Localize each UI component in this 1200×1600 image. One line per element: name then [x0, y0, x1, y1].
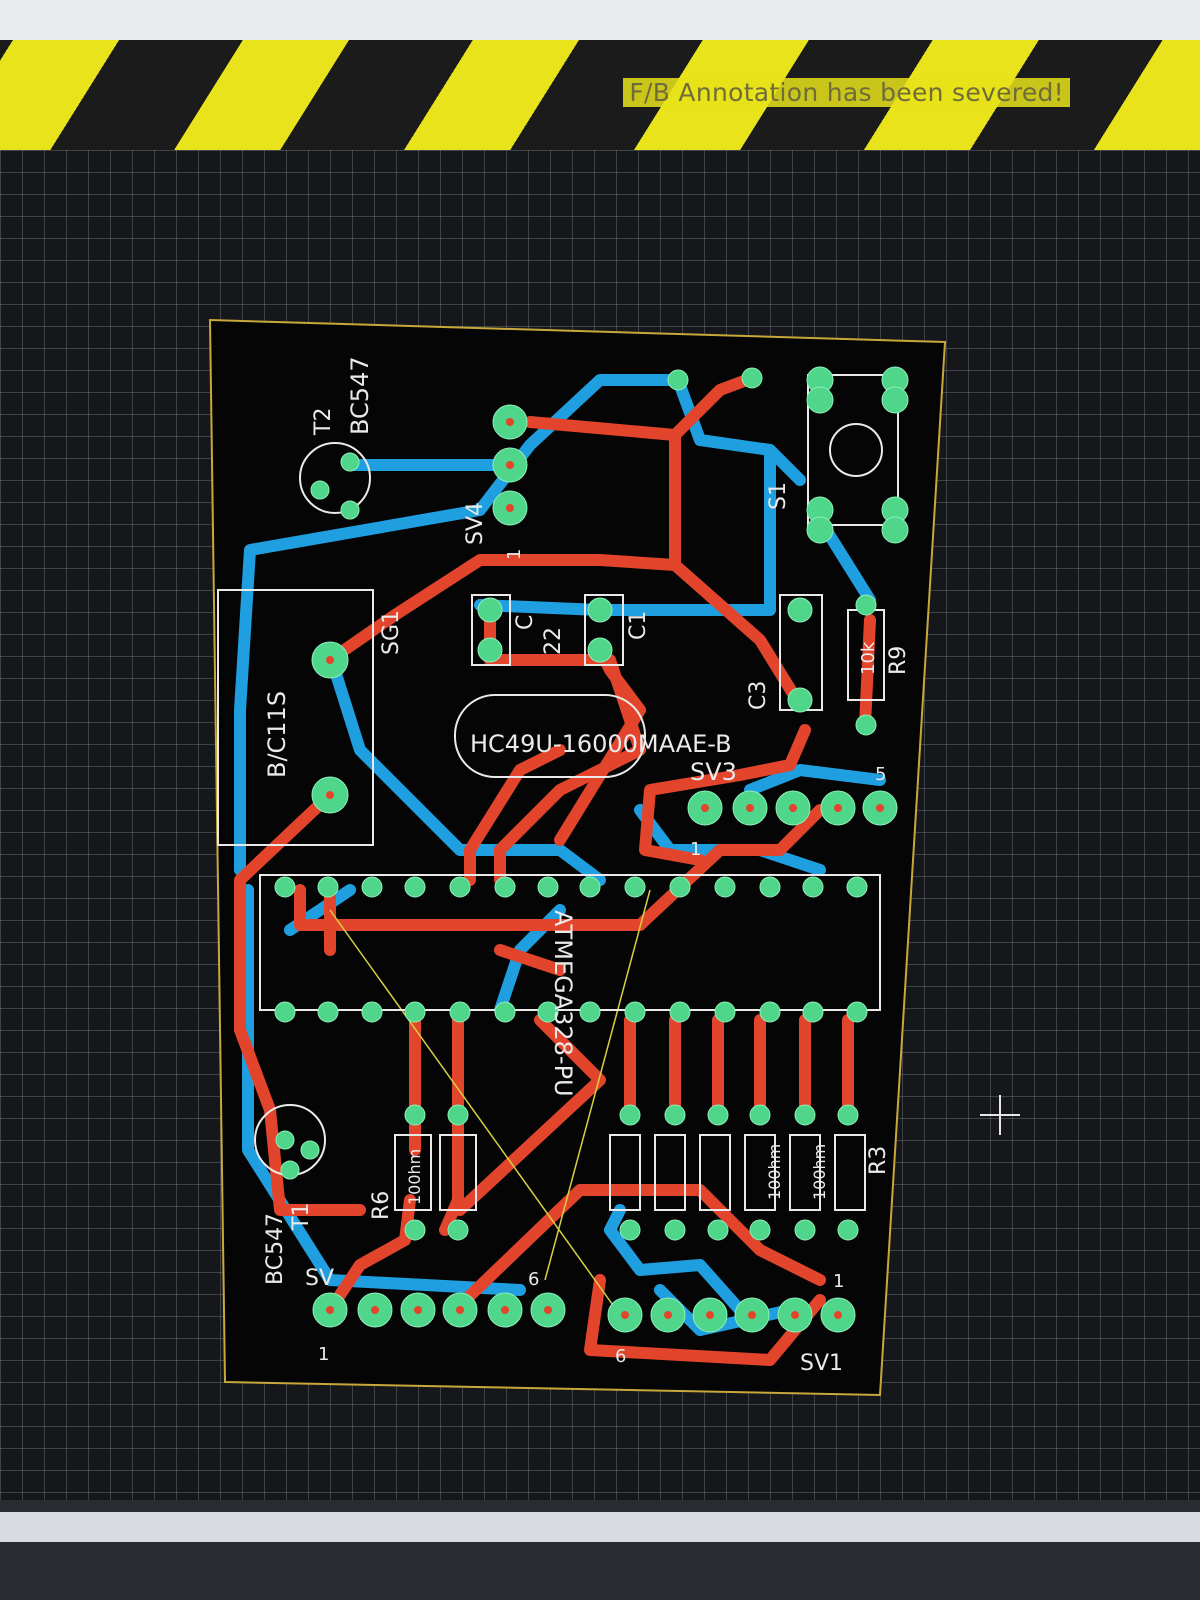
airwire: [329, 909, 621, 1316]
r3-label: R3: [866, 1146, 891, 1175]
c-label: C: [513, 615, 538, 630]
sv3-label: SV3: [690, 758, 737, 786]
r6-value-label: 100hm: [405, 1149, 424, 1205]
r9-value-label: 10k: [858, 641, 879, 675]
crystal-label: HC49U-16000MAAE-B: [470, 730, 732, 758]
t2-outline: [299, 442, 371, 514]
r-outline: [439, 1134, 477, 1211]
c3-label: C3: [746, 681, 771, 710]
bc-label: B/C11S: [263, 691, 291, 778]
t2-value-label: BC547: [346, 356, 374, 435]
r-value-label: 100hm: [810, 1144, 829, 1200]
r-outline: [789, 1134, 821, 1211]
cursor-crosshair-icon: [980, 1095, 1020, 1135]
warning-message: F/B Annotation has been severed!: [623, 78, 1070, 107]
sv1-pin6-label: 6: [615, 1346, 626, 1367]
s1-circle: [829, 423, 883, 477]
c1-label: C1: [626, 611, 651, 640]
warning-banner: F/B Annotation has been severed!: [0, 40, 1200, 150]
r-outline: [699, 1134, 731, 1211]
r-outline: [744, 1134, 776, 1211]
r-outline: [654, 1134, 686, 1211]
pad-drills: [326, 418, 884, 1319]
pcb-layout-canvas[interactable]: T2 BC547 SV4 1 S1 SG1 B/C11S C 22 C1 C3 …: [0, 150, 1200, 1500]
c1-outline: [584, 594, 624, 666]
s1-outline: [807, 374, 899, 526]
silkscreen: [217, 374, 899, 1211]
t2-name-label: T2: [311, 408, 336, 436]
sv2-pin1-label: 1: [318, 1344, 329, 1365]
window-top-edge: [0, 0, 1200, 40]
sv4-label: SV4: [463, 502, 488, 545]
sg1-label: SG1: [379, 610, 404, 655]
monitor-bezel-bottom: [0, 1500, 1200, 1600]
r-outline: [834, 1134, 866, 1211]
r6-outline: [394, 1134, 432, 1211]
r-outline: [609, 1134, 641, 1211]
sv3-pin1-label: 1: [690, 839, 701, 860]
r-value-label: 100hm: [765, 1144, 784, 1200]
crystal-outline: [454, 694, 646, 778]
sv1-label: SV1: [800, 1351, 843, 1376]
pcb-board-view[interactable]: T2 BC547 SV4 1 S1 SG1 B/C11S C 22 C1 C3 …: [0, 150, 1200, 1500]
ic-outline: [259, 874, 881, 1011]
t1-name-label: T1: [289, 1203, 314, 1231]
sv2-pin6-label: 6: [528, 1269, 539, 1290]
sv1-pin1-label: 1: [833, 1271, 844, 1292]
ic-label: ATMEGA328-PU: [549, 910, 577, 1097]
c-outline: [471, 594, 511, 666]
c-value-label: 22: [541, 627, 566, 655]
sv4-pin1-label: 1: [504, 549, 525, 560]
r9-label: R9: [886, 646, 911, 675]
sg1-outline: [217, 589, 374, 846]
airwire: [544, 889, 651, 1281]
pads: [274, 366, 909, 1333]
s1-label: S1: [766, 482, 791, 510]
t1-value-label: BC547: [263, 1213, 288, 1285]
r6-label: R6: [369, 1191, 394, 1220]
sv3-pin5-label: 5: [875, 764, 886, 785]
sv2-label: SV: [305, 1266, 334, 1291]
